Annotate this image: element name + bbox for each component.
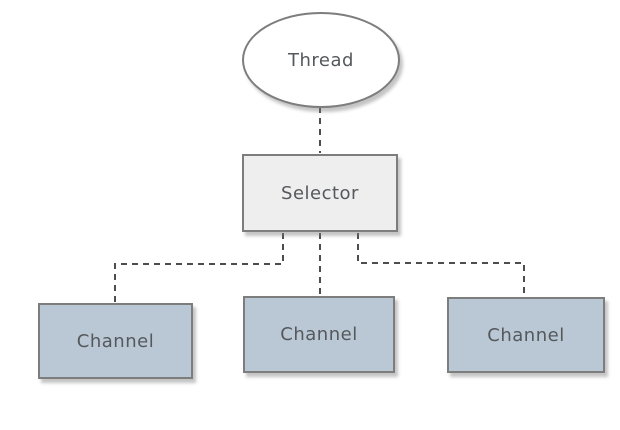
- thread-node: Thread: [242, 12, 400, 108]
- channel-node-right: Channel: [447, 297, 605, 373]
- channel-node-left: Channel: [38, 303, 193, 379]
- channel-node-right-label: Channel: [487, 324, 565, 346]
- selector-node-label: Selector: [281, 182, 359, 204]
- thread-node-label: Thread: [288, 49, 354, 71]
- channel-node-middle-label: Channel: [280, 324, 358, 345]
- edge-selector-channel3: [357, 233, 525, 296]
- channel-node-left-label: Channel: [76, 330, 155, 352]
- edge-selector-channel1: [114, 233, 284, 302]
- channel-node-middle: Channel: [243, 296, 395, 373]
- selector-node: Selector: [242, 154, 398, 232]
